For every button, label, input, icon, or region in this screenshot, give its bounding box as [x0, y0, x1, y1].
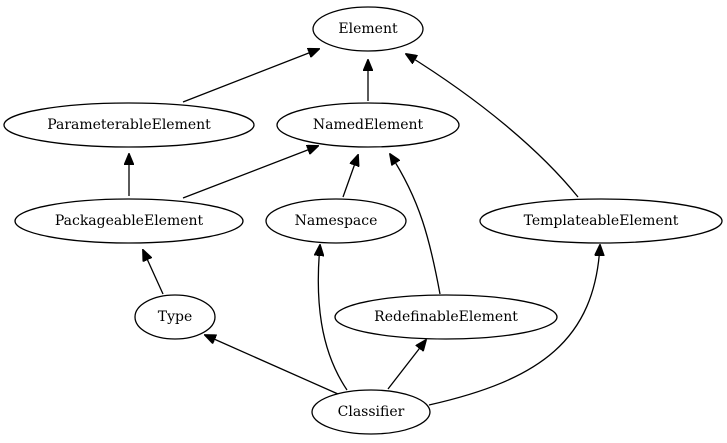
- edge-classifier-to-redefinableelement: [387, 340, 426, 390]
- node-label: NamedElement: [313, 117, 424, 133]
- edge-classifier-to-templateableelement: [428, 245, 600, 406]
- edge-namespace-to-namedelement: [342, 155, 358, 198]
- edges: [129, 49, 600, 406]
- edge-classifier-to-namespace: [318, 245, 348, 391]
- node-packageableelement: PackageableElement: [14, 198, 244, 244]
- node-type: Type: [134, 294, 216, 340]
- node-namedelement: NamedElement: [276, 102, 460, 148]
- node-templateableelement: TemplateableElement: [479, 198, 723, 244]
- node-namespace: Namespace: [265, 198, 407, 244]
- edge-parameterableelement-to-element: [182, 49, 319, 103]
- node-label: TemplateableElement: [524, 213, 679, 229]
- edge-type-to-packageableelement: [143, 250, 164, 295]
- node-label: Type: [158, 309, 193, 325]
- node-classifier: Classifier: [311, 389, 431, 435]
- node-redefinableelement: RedefinableElement: [334, 294, 558, 340]
- node-label: Element: [338, 21, 398, 37]
- node-label: Namespace: [295, 213, 378, 229]
- node-label: RedefinableElement: [374, 309, 518, 325]
- edge-templateableelement-to-element: [406, 54, 579, 198]
- node-label: ParameterableElement: [47, 117, 211, 133]
- node-parameterableelement: ParameterableElement: [3, 102, 255, 148]
- node-label: Classifier: [338, 404, 405, 420]
- edge-packageableelement-to-namedelement: [182, 146, 318, 199]
- edge-classifier-to-type: [205, 335, 339, 395]
- node-label: PackageableElement: [55, 213, 204, 229]
- edge-redefinableelement-to-namedelement: [390, 154, 441, 295]
- node-element: Element: [312, 6, 424, 52]
